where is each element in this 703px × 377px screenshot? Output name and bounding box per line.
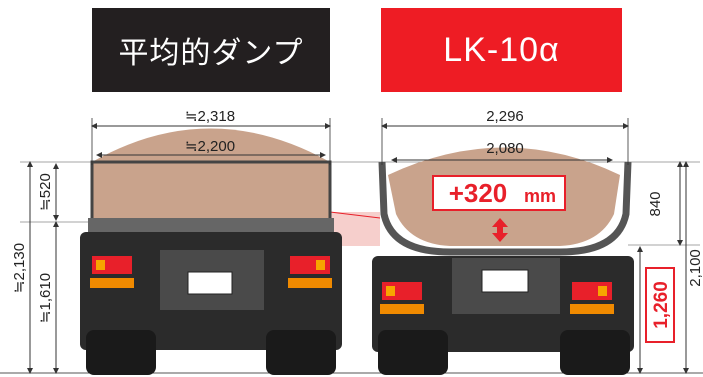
left-reflector-r <box>288 278 332 288</box>
right-inner-width-label: 2,080 <box>486 140 524 157</box>
left-truck <box>80 128 342 375</box>
left-body-floor <box>88 218 334 232</box>
left-body-height-label: ≒520 <box>37 173 54 211</box>
left-reflector-l <box>90 278 134 288</box>
right-plate <box>481 269 529 293</box>
capacity-gain-box <box>432 175 566 211</box>
comparison-band <box>330 212 380 246</box>
left-wheel-r <box>266 330 336 375</box>
left-plate <box>187 271 233 295</box>
right-outer-width-label: 2,296 <box>486 108 524 125</box>
left-load <box>92 128 330 222</box>
comparison-line <box>329 211 381 219</box>
left-floor-height-label: ≒1,610 <box>37 273 54 323</box>
right-dump-body <box>378 161 632 256</box>
left-inner-width-label: ≒2,200 <box>185 138 235 155</box>
left-total-height-label: ≒2,130 <box>11 243 28 293</box>
left-wheel-l <box>86 330 156 375</box>
right-body-height-label: 840 <box>647 191 664 216</box>
right-wheel-l <box>378 330 448 375</box>
right-reflector-l <box>380 304 424 314</box>
left-truck-title: 平均的ダンプ <box>92 8 330 92</box>
capacity-gain-arrow <box>492 218 508 242</box>
right-floor-height-box <box>645 267 675 343</box>
capacity-gain-value: +320 <box>449 178 508 208</box>
right-total-height-label: 2,100 <box>687 249 703 287</box>
right-truck-title: LK-10α <box>381 8 622 92</box>
left-outer-width-label: ≒2,318 <box>185 108 235 125</box>
right-wheel-r <box>560 330 630 375</box>
right-floor-height-label: 1,260 <box>651 281 672 329</box>
right-reflector-r <box>570 304 614 314</box>
capacity-gain-unit: mm <box>524 186 556 206</box>
